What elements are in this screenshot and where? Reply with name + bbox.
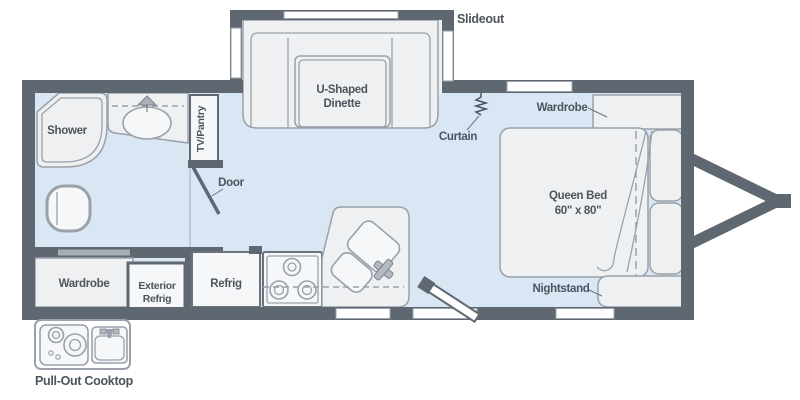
nightstand-leader-line [588,289,603,297]
wardrobe-leader-line [587,107,608,118]
slideout-window-right [442,30,454,82]
hitch-coupler [773,194,791,208]
pull-out-cooktop [34,319,131,370]
shower-label: Shower [47,125,88,137]
slideout-window-top [283,11,399,19]
bed-pillow-top [649,129,684,202]
shower [36,92,108,168]
bedroom-window-top [506,81,573,92]
burner-left-inner [273,284,285,296]
queen-bed-size-label: 60" x 80" [555,205,602,217]
left-wall [22,80,35,320]
burner-left [269,280,289,300]
wardrobe-closet-top [592,94,684,130]
shower-inner-line [41,97,103,163]
burner-top [282,257,302,277]
door-leader-line [211,188,224,197]
exterior-refrig-label-line2: Refrig [143,293,172,305]
outdoor-faucet-handle-1 [99,328,107,335]
entry-door [417,276,481,324]
tv-pantry-label: TV/Pantry [195,105,207,152]
u-shaped-dinette [242,19,439,129]
bed-fold-line-1 [613,130,647,259]
pocket-door [58,249,130,256]
dinette-bench-back-line [250,32,431,128]
cooktop-burner-large-inner [68,338,82,352]
nightstand [597,275,684,308]
galley-window-bottom [335,308,391,319]
bed-fold-line-2 [626,130,653,273]
bedroom-window-bottom [555,308,615,319]
curtain-label: Curtain [439,131,477,143]
bedroom [466,93,684,308]
sink-basin-small [330,251,373,293]
refrigerator-vent [249,246,262,254]
outdoor-faucet-tap [106,329,113,338]
door-label: Door [218,177,244,189]
top-wall-right [452,80,694,93]
burner-right-inner [301,284,313,296]
sink-faucet-stem [373,258,394,281]
stove [262,251,323,308]
dinette-label-line2: Dinette [324,98,361,110]
wall-sliver-refrig [185,247,192,308]
exterior-refrig-label-line1: Exterior [138,280,175,292]
queen-bed [499,127,649,278]
burner-right [297,280,317,300]
hitch [689,154,791,248]
kitchen-sink [330,220,401,293]
right-wall [681,80,694,320]
outdoor-faucet-handle-2 [112,328,120,335]
refrigerator [191,251,261,308]
burner-top-inner [287,262,297,272]
refrig-label: Refrig [210,278,242,290]
curtain-symbol [473,93,489,116]
pull-out-cooktop-label: Pull-Out Cooktop [35,374,134,388]
entry-door-end-cap [417,276,436,295]
bed-pillow-bottom [649,202,684,275]
wardrobe-bottom-label: Wardrobe [59,278,110,290]
labels: Slideout U-Shaped Dinette Curtain Wardro… [35,12,608,388]
slideout-label: Slideout [457,12,505,26]
cooktop-burner-large [63,333,87,357]
tv-pantry-cabinet [189,94,219,164]
cooktop-knob-1 [48,350,54,356]
top-wall-left [22,80,243,93]
queen-bed-label: Queen Bed [549,190,607,202]
stove-inner-frame [266,255,319,304]
wardrobe-top-label: Wardrobe [537,102,588,114]
dinette-label-line1: U-Shaped [316,84,368,96]
bathroom [36,92,224,247]
cooktop-knob-2 [55,354,61,360]
slideout-window-left [230,27,242,79]
hitch-arm-top [689,154,779,205]
dinette-table-inner [298,59,387,128]
nightstand-label: Nightstand [532,283,589,295]
toilet [45,184,92,233]
wall-stub-tv-pantry [188,160,223,168]
curtain-leader-line [466,115,480,131]
bed-fold-hook [596,257,615,272]
bathroom-door [191,166,221,215]
cooktop-burner-small-inner [51,330,61,340]
hitch-arm-bottom [689,197,779,248]
cooktop-burner-small [47,326,65,344]
